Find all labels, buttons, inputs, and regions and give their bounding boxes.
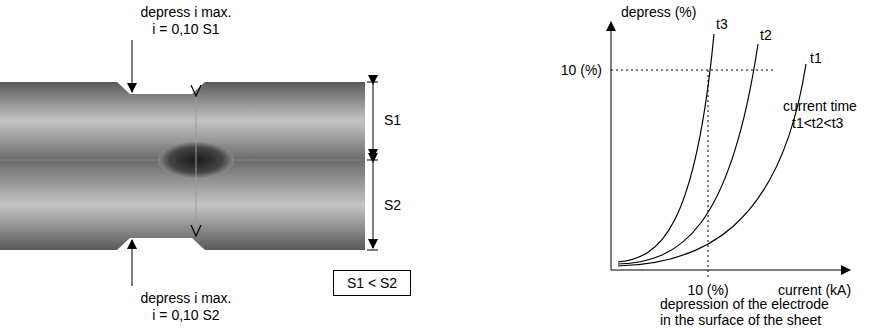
- label-text: depress (%): [621, 4, 696, 20]
- label-text: current (kA): [778, 282, 851, 298]
- thickness-dimension: [367, 82, 378, 250]
- label-text: depression of the electrode: [660, 296, 829, 312]
- label-text: depress i max.: [140, 4, 231, 20]
- depression-curve: [618, 34, 806, 266]
- label-text: 10 (%): [687, 282, 728, 298]
- label-text: in the surface of the sheet: [660, 312, 821, 328]
- label-text: i = 0,10 S2: [152, 307, 219, 323]
- box-text: S1 < S2: [347, 275, 397, 291]
- chart-axes: [611, 22, 850, 270]
- depress-arrow: [132, 240, 133, 286]
- reference-dash: [611, 70, 775, 278]
- label-text: current time: [783, 98, 857, 114]
- label-text: 10 (%): [561, 62, 602, 78]
- label-text: S2: [384, 197, 401, 213]
- label-text: t2: [760, 27, 772, 43]
- label-text: t1<t2<t3: [792, 115, 843, 131]
- label-text: i = 0,10 S1: [152, 21, 219, 37]
- label-text: t3: [716, 16, 728, 32]
- label-text: t1: [810, 50, 822, 66]
- depress-arrow: [132, 40, 133, 92]
- comparison-box: S1 < S2: [333, 270, 411, 296]
- label-text: depress i max.: [140, 290, 231, 306]
- label-text: S1: [384, 112, 401, 128]
